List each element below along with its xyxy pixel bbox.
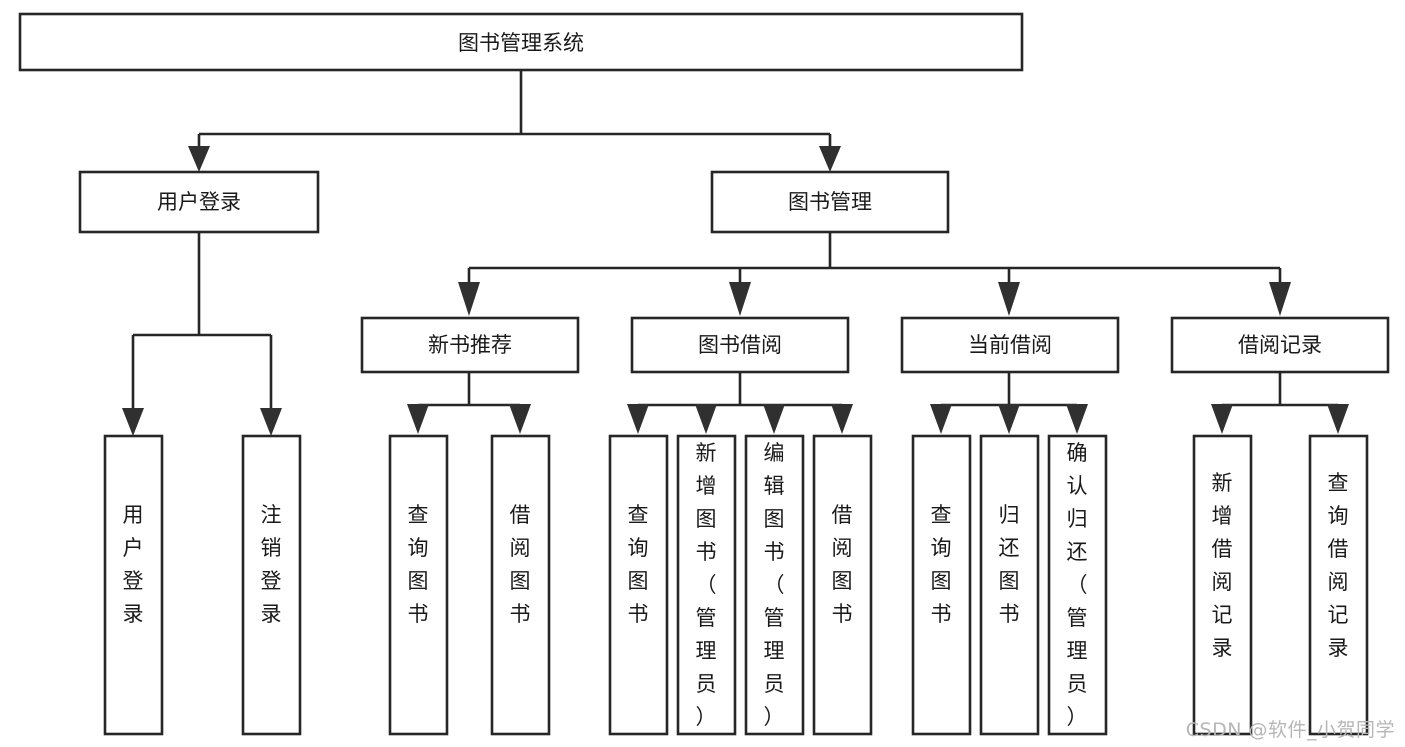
node-leaf-5[interactable]: 查询图书 — [608, 434, 669, 736]
node-borrow[interactable]: 图书借阅 — [630, 316, 850, 374]
node-leaf-6-box[interactable] — [676, 434, 737, 736]
node-bookmgmt-box[interactable] — [710, 170, 950, 234]
arrow-icon-to-leaf6 — [695, 404, 717, 434]
node-leaf-13-label: 查询借阅记录 — [1328, 471, 1349, 660]
arrow-icon-to-leaf3 — [407, 404, 429, 434]
node-bookmgmt-label: 图书管理 — [788, 190, 872, 214]
node-root-label: 图书管理系统 — [458, 31, 584, 55]
node-leaf-4-box[interactable] — [490, 434, 551, 736]
node-bookmgmt[interactable]: 图书管理 — [710, 170, 950, 234]
node-leaf-12[interactable]: 新增借阅记录 — [1192, 434, 1253, 736]
arrow-icon-to-borrow — [729, 282, 751, 316]
node-leaf-3[interactable]: 查询图书 — [388, 434, 449, 736]
arrow-icon-to-leaf11 — [1066, 404, 1088, 434]
node-leaf-11-label: 确认归还（管理员） — [1067, 441, 1088, 729]
arrow-icon-to-record — [1269, 282, 1291, 316]
node-leaf-11-box[interactable] — [1047, 434, 1108, 736]
arrow-icon-to-current — [998, 282, 1020, 316]
arrow-icon-to-leaf2 — [260, 408, 282, 436]
node-borrow-box[interactable] — [630, 316, 850, 374]
node-leaf-4-label: 借阅图书 — [510, 503, 531, 626]
node-newbook-label: 新书推荐 — [428, 333, 512, 357]
node-newbook-box[interactable] — [360, 316, 580, 374]
node-record-label: 借阅记录 — [1238, 333, 1322, 357]
arrow-icon-to-leaf4 — [509, 404, 531, 434]
node-leaf-8[interactable]: 借阅图书 — [812, 434, 873, 736]
node-leaf-3-box[interactable] — [388, 434, 449, 736]
node-leaf-5-box[interactable] — [608, 434, 669, 736]
arrow-icon-to-leaf1 — [122, 408, 144, 436]
node-leaf-2-label: 注销登录 — [261, 503, 282, 626]
node-leaf-5-label: 查询图书 — [628, 503, 649, 626]
node-root-box[interactable] — [18, 12, 1024, 72]
node-leaf-8-box[interactable] — [812, 434, 873, 736]
node-current-box[interactable] — [900, 316, 1120, 374]
node-login-label: 用户登录 — [157, 190, 241, 214]
node-leaf-7[interactable]: 编辑图书（管理员） — [744, 434, 805, 736]
node-leaf-11[interactable]: 确认归还（管理员） — [1047, 434, 1108, 736]
node-leaf-1-label: 用户登录 — [123, 503, 144, 626]
node-record-box[interactable] — [1170, 316, 1390, 374]
arrow-icon-to-newbook — [458, 282, 480, 316]
node-login-box[interactable] — [78, 170, 320, 234]
arrow-icon-to-leaf8 — [831, 404, 853, 434]
node-leaf-6[interactable]: 新增图书（管理员） — [676, 434, 737, 736]
node-leaf-12-box[interactable] — [1192, 434, 1253, 736]
node-leaf-2[interactable]: 注销登录 — [241, 434, 302, 736]
node-newbook[interactable]: 新书推荐 — [360, 316, 580, 374]
arrowhead-layer — [122, 146, 1349, 436]
node-root[interactable]: 图书管理系统 — [18, 12, 1024, 72]
node-leaf-10-box[interactable] — [979, 434, 1040, 736]
node-leaf-9-box[interactable] — [911, 434, 972, 736]
arrow-icon-to-bookmgmt — [819, 146, 841, 172]
node-leaf-9[interactable]: 查询图书 — [911, 434, 972, 736]
node-leaf-13[interactable]: 查询借阅记录 — [1308, 434, 1369, 736]
node-leaf-7-label: 编辑图书（管理员） — [764, 441, 785, 729]
node-leaf-6-label: 新增图书（管理员） — [696, 441, 717, 729]
node-leaf-10[interactable]: 归还图书 — [979, 434, 1040, 736]
node-leaf-3-label: 查询图书 — [408, 503, 429, 626]
node-leaf-13-box[interactable] — [1308, 434, 1369, 736]
node-leaf-8-label: 借阅图书 — [832, 503, 853, 626]
node-record[interactable]: 借阅记录 — [1170, 316, 1390, 374]
node-leaf-4[interactable]: 借阅图书 — [490, 434, 551, 736]
node-borrow-label: 图书借阅 — [698, 333, 782, 357]
arrow-icon-to-login — [188, 146, 210, 172]
node-login[interactable]: 用户登录 — [78, 170, 320, 234]
node-leaf-12-label: 新增借阅记录 — [1212, 471, 1233, 660]
node-leaf-10-label: 归还图书 — [999, 503, 1020, 626]
node-current-label: 当前借阅 — [968, 333, 1052, 357]
arrow-icon-to-leaf10 — [998, 404, 1020, 434]
arrow-icon-to-leaf7 — [763, 404, 785, 434]
arrow-icon-to-leaf5 — [627, 404, 649, 434]
csdn-watermark: CSDN @软件_小贺同学 — [1185, 719, 1395, 741]
node-leaf-1[interactable]: 用户登录 — [103, 434, 164, 736]
node-current[interactable]: 当前借阅 — [900, 316, 1120, 374]
arrow-icon-to-leaf13 — [1327, 404, 1349, 434]
node-leaf-7-box[interactable] — [744, 434, 805, 736]
node-leaf-1-box[interactable] — [103, 434, 164, 736]
node-leaf-9-label: 查询图书 — [931, 503, 952, 626]
arrow-icon-to-leaf9 — [930, 404, 952, 434]
arrow-icon-to-leaf12 — [1211, 404, 1233, 434]
node-leaf-2-box[interactable] — [241, 434, 302, 736]
